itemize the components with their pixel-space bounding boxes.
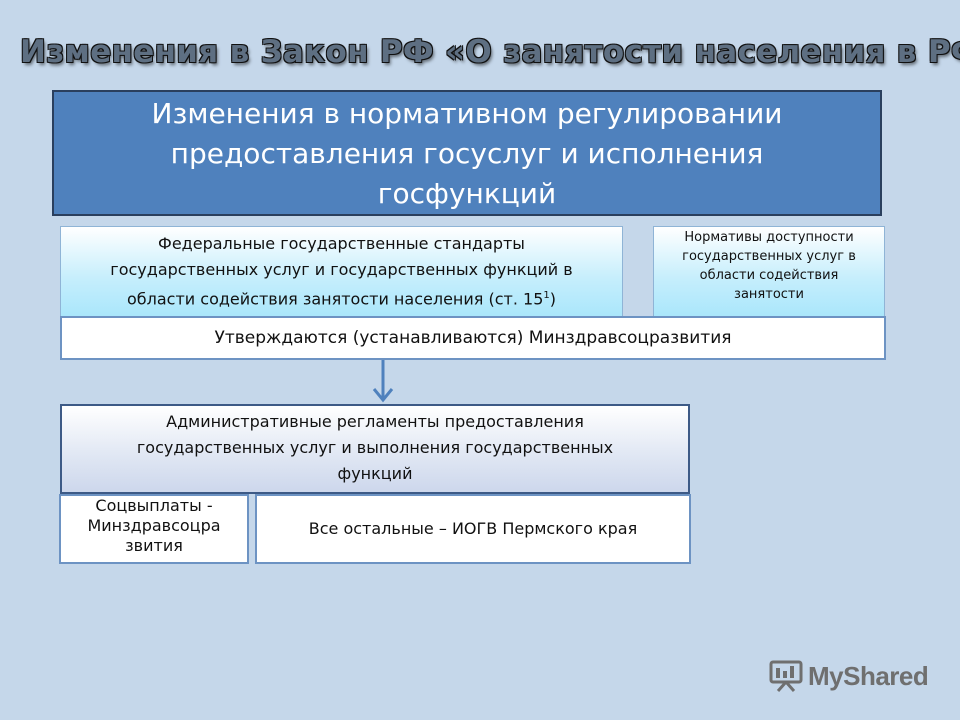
access-norms-line: Нормативы доступности — [684, 230, 854, 245]
social-payments-line: Минздравсоцра — [87, 516, 221, 535]
approval-box: Утверждаются (устанавливаются) Минздравс… — [60, 316, 886, 360]
header-line: Изменения в нормативном регулировании — [151, 97, 783, 130]
header-line: предоставления госуслуг и исполнения — [170, 137, 764, 170]
slide-title: Изменения в Закон РФ «О занятости населе… — [20, 34, 960, 70]
header-line: госфункций — [377, 177, 557, 210]
access-norms-box: Нормативы доступности государственных ус… — [653, 226, 885, 321]
federal-standards-line-text: области содействия занятости населения (… — [126, 289, 544, 309]
watermark-brand: MyShared — [808, 660, 929, 691]
social-payments-line: Соцвыплаты - — [95, 496, 213, 515]
down-arrow-icon — [372, 360, 394, 403]
admin-regulations-box: Административные регламенты предоставлен… — [60, 404, 690, 494]
presentation-board-icon — [769, 660, 803, 692]
header-box: Изменения в нормативном регулировании пр… — [52, 90, 882, 216]
access-norms-line: государственных услуг в — [682, 249, 856, 264]
federal-standards-box: Федеральные государственные стандарты го… — [60, 226, 623, 321]
watermark: MyShared — [768, 656, 929, 696]
federal-standards-line: Федеральные государственные стандарты — [158, 234, 525, 253]
admin-regulations-line: функций — [337, 464, 413, 483]
access-norms-line: области содействия — [699, 268, 839, 283]
federal-standards-line: государственных услуг и государственных … — [110, 260, 573, 279]
social-payments-line: звития — [125, 536, 183, 555]
federal-standards-line: области содействия занятости населения (… — [61, 283, 622, 312]
other-authorities-box: Все остальные – ИОГВ Пермского края — [255, 494, 691, 564]
social-payments-box: Соцвыплаты - Минздравсоцра звития — [59, 494, 249, 564]
access-norms-line: занятости — [734, 287, 804, 302]
admin-regulations-line: государственных услуг и выполнения госуд… — [136, 438, 614, 457]
admin-regulations-line: Административные регламенты предоставлен… — [166, 412, 584, 431]
federal-standards-line-end: ) — [549, 289, 556, 309]
article-superscript: 1 — [543, 290, 550, 301]
